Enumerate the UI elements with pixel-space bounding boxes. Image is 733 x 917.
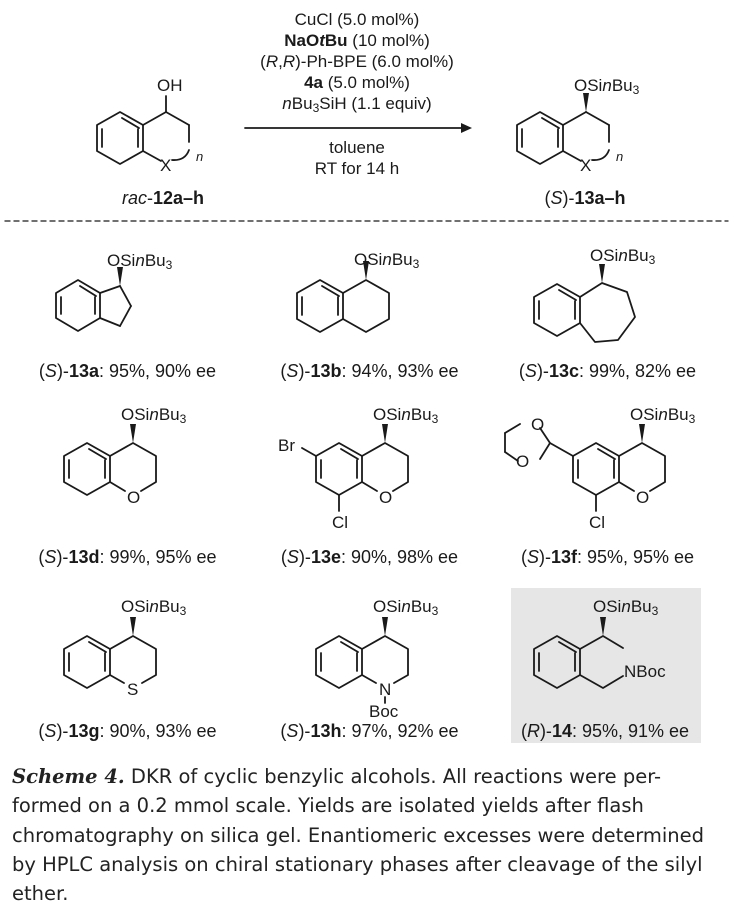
caption-text: DKR of cyclic benzylic alcohols. All rea… [12, 765, 705, 905]
ring-n-13h: N [379, 680, 392, 699]
condition-time: RT for 14 h [314, 158, 400, 178]
structure-13g [63, 616, 157, 689]
ring-s-13g: S [127, 680, 139, 699]
osibu3-13c: OSinBu3 [590, 246, 656, 267]
structure-13b [296, 260, 390, 333]
label-13g: (S)-13g: 90%, 93% ee [38, 721, 217, 741]
label-14: (R)-14: 95%, 91% ee [520, 721, 690, 741]
ring-o-13f: O [636, 488, 650, 507]
osibu3-13d: OSinBu3 [121, 405, 187, 426]
product-ring-atom-x: X [580, 156, 592, 175]
start-compound-label: rac-12a–h [121, 188, 205, 208]
label-13f: (S)-13f: 95%, 95% ee [520, 547, 695, 567]
osibu3-13b: OSinBu3 [354, 250, 420, 271]
osibu3-13e: OSinBu3 [373, 405, 439, 426]
osibu3-14: OSinBu3 [593, 597, 659, 618]
reaction-conditions-above: CuCl (5.0 mol%) NaOtBu (10 mol%) (R,R)-P… [246, 10, 468, 115]
osibu3-13a: OSinBu3 [107, 251, 173, 272]
osibu3-13g: OSinBu3 [121, 597, 187, 618]
cl-13e: Cl [332, 513, 349, 532]
product-structure [516, 92, 610, 165]
condition-base: NaOtBu (10 mol%) [284, 30, 430, 50]
label-13b: (S)-13b: 94%, 93% ee [280, 361, 459, 381]
highlight-box-14 [511, 588, 701, 743]
osibu3-13h: OSinBu3 [373, 597, 439, 618]
structure-13a [55, 266, 132, 332]
condition-solvent: toluene [329, 138, 385, 157]
dioxolane-o2-13f: O [516, 452, 530, 471]
cl-13f: Cl [589, 513, 606, 532]
caption-heading: Scheme 4. [12, 765, 125, 788]
label-13d: (S)-13d: 99%, 95% ee [38, 547, 217, 567]
structure-14 [533, 616, 624, 689]
product-osibu3-label: OSinBu3 [574, 76, 640, 97]
condition-ligand: (R,R)-Ph-BPE (6.0 mol%) [260, 51, 454, 71]
br-13e: Br [278, 436, 295, 455]
nboc-14: NBoc [624, 662, 666, 681]
product-ring-index-n: n [616, 149, 624, 164]
ring-o-13d: O [127, 488, 141, 507]
start-ring-index-n: n [196, 149, 204, 164]
product-compound-label: (S)-13a–h [544, 188, 626, 208]
structure-13e [301, 423, 409, 512]
start-ring-atom-x: X [160, 156, 172, 175]
structure-13c [533, 263, 636, 343]
label-13c: (S)-13c: 99%, 82% ee [518, 361, 697, 381]
figure-caption: Scheme 4. DKR of cyclic benzylic alcohol… [12, 762, 728, 908]
condition-silane: nBu3SiH (1.1 equiv) [282, 93, 432, 115]
structure-13h [315, 616, 409, 704]
ring-o-13e: O [379, 488, 393, 507]
condition-additive: 4a (5.0 mol%) [304, 72, 410, 92]
structure-13d [63, 423, 157, 496]
start-structure [96, 95, 190, 165]
label-13a: (S)-13a: 95%, 90% ee [38, 361, 217, 381]
label-13h: (S)-13h: 97%, 92% ee [280, 721, 459, 741]
condition-catalyst: CuCl (5.0 mol%) [294, 10, 420, 29]
structure-13f [504, 423, 666, 512]
start-oh-label: OH [157, 76, 183, 95]
reaction-conditions-below: toluene RT for 14 h [246, 138, 468, 180]
dioxolane-o1-13f: O [531, 415, 545, 434]
label-13e: (S)-13e: 90%, 98% ee [280, 547, 459, 567]
boc-13h: Boc [369, 702, 399, 721]
osibu3-13f: OSinBu3 [630, 405, 696, 426]
